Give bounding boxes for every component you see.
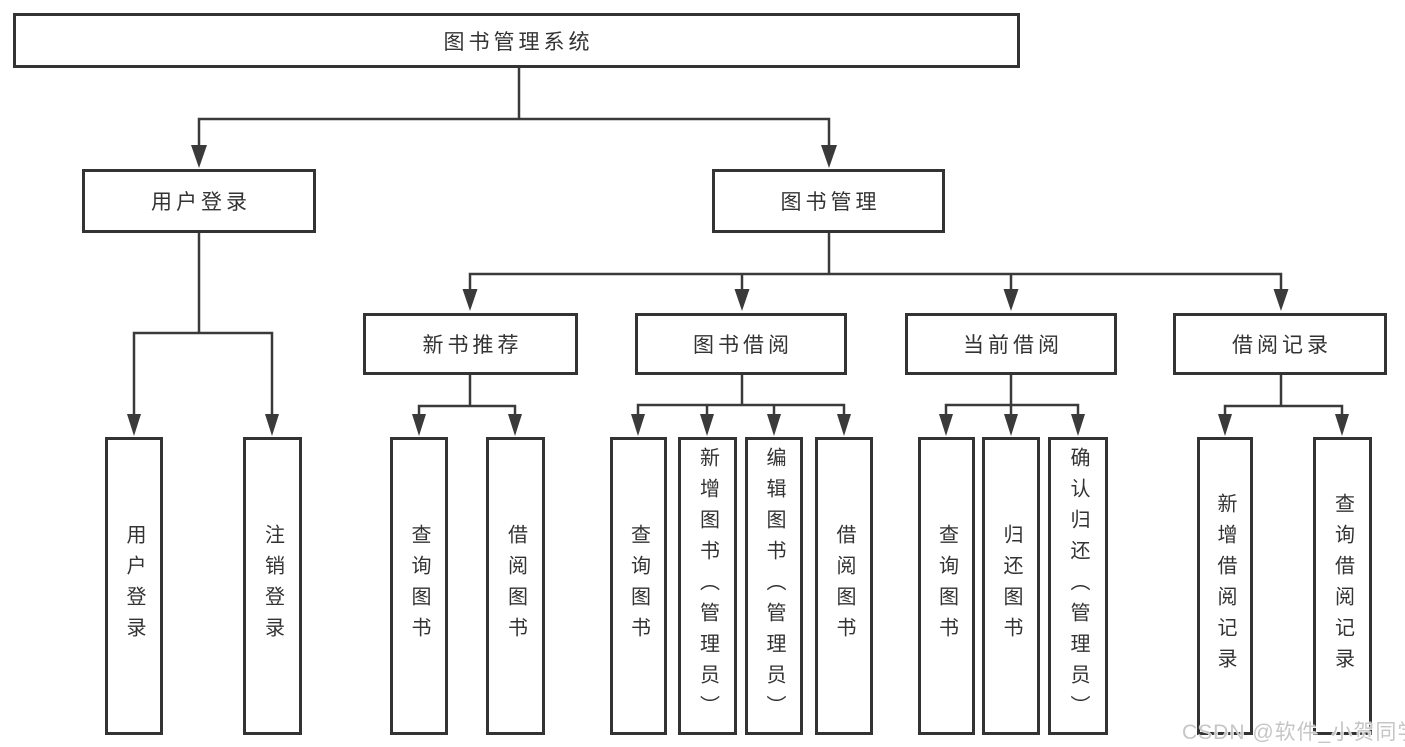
leaf-query-books-recommend-label: 查询图书: [408, 524, 430, 648]
connector-new-book-rail: [417, 404, 517, 416]
arrowhead: [631, 414, 645, 436]
leaf-query-books-recommend: 查询图书: [390, 437, 448, 735]
arrowhead: [412, 414, 426, 436]
arrowhead: [462, 289, 478, 311]
leaf-query-books-current: 查询图书: [918, 437, 975, 735]
leaf-add-borrow-record-label: 新增借阅记录: [1214, 493, 1236, 679]
connector-level3-rail: [468, 272, 1283, 291]
leaf-query-books-current-label: 查询图书: [935, 524, 958, 648]
arrowhead: [837, 414, 851, 436]
leaf-edit-books-admin: 编辑图书（管理员）: [745, 437, 803, 735]
arrowhead: [1003, 289, 1019, 311]
arrowhead: [700, 414, 714, 436]
leaf-query-books-borrow-label: 查询图书: [627, 524, 650, 648]
node-new-book-recommendation: 新书推荐: [363, 313, 578, 375]
arrowhead: [191, 145, 207, 168]
leaf-confirm-return-admin-label: 确认归还（管理员）: [1067, 446, 1089, 726]
leaf-add-books-admin: 新增图书（管理员）: [678, 437, 737, 735]
node-current-borrowing: 当前借阅: [905, 313, 1117, 375]
connector-records-rail: [1223, 404, 1344, 416]
leaf-borrow-books: 借阅图书: [815, 437, 873, 735]
leaf-borrow-books-recommend-label: 借阅图书: [504, 524, 527, 648]
arrowhead: [1004, 414, 1018, 436]
connector-level2-rail: [197, 117, 831, 146]
leaf-add-books-admin-label: 新增图书（管理员）: [696, 446, 719, 726]
arrowhead: [1218, 414, 1232, 436]
connector-book-borrow-rail: [636, 403, 846, 416]
arrowheads: [127, 145, 1349, 436]
leaf-logout: 注销登录: [243, 437, 302, 735]
arrowhead: [1273, 289, 1289, 311]
leaf-query-borrow-record: 查询借阅记录: [1313, 437, 1372, 735]
csdn-watermark: CSDN @软件_小贺同学: [1182, 721, 1405, 744]
arrowhead: [939, 414, 953, 436]
node-library-management-system: 图书管理系统: [13, 13, 1020, 68]
leaf-borrow-books-recommend: 借阅图书: [486, 437, 545, 735]
leaf-query-borrow-record-label: 查询借阅记录: [1331, 493, 1354, 679]
leaf-query-books-borrow: 查询图书: [610, 437, 667, 735]
leaf-user-login: 用户登录: [105, 437, 163, 735]
arrowhead: [127, 414, 141, 436]
leaf-return-books-label: 归还图书: [1000, 524, 1022, 648]
arrowhead: [767, 414, 781, 436]
node-user-login: 用户登录: [82, 169, 316, 233]
arrowhead: [821, 145, 837, 168]
node-book-borrowing: 图书借阅: [635, 313, 847, 375]
connector-user-login-rail: [132, 331, 274, 416]
arrowhead: [265, 414, 279, 436]
leaf-return-books: 归还图书: [982, 437, 1040, 735]
leaf-confirm-return-admin: 确认归还（管理员）: [1048, 437, 1108, 735]
node-book-management: 图书管理: [712, 169, 945, 233]
arrowhead: [734, 289, 750, 311]
leaf-edit-books-admin-label: 编辑图书（管理员）: [763, 446, 785, 726]
leaf-user-login-label: 用户登录: [123, 524, 145, 648]
arrowhead: [1071, 414, 1085, 436]
leaf-borrow-books-label: 借阅图书: [833, 524, 855, 648]
node-borrowing-records: 借阅记录: [1173, 313, 1387, 375]
leaf-add-borrow-record: 新增借阅记录: [1197, 437, 1253, 735]
leaf-logout-label: 注销登录: [261, 524, 284, 648]
arrowhead: [508, 414, 522, 436]
arrowhead: [1335, 414, 1349, 436]
